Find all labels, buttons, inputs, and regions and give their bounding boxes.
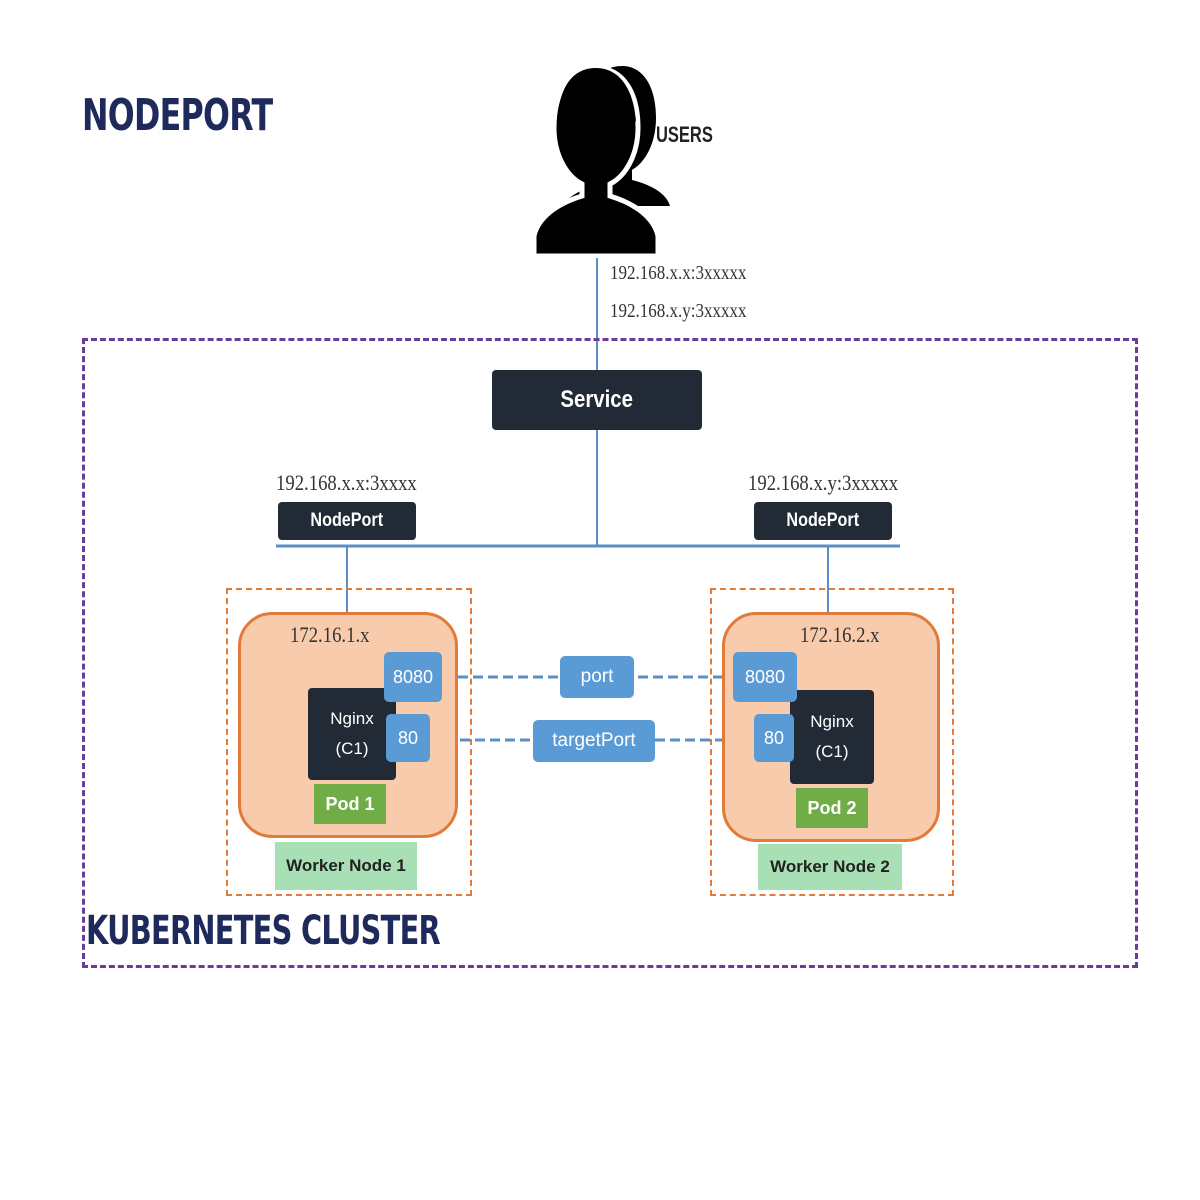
nginx-1-id: (C1) — [335, 739, 369, 758]
service-box[interactable]: Service — [492, 370, 702, 430]
pod-1-label: Pod 1 — [314, 784, 386, 824]
worker-node-2-label: Worker Node 2 — [758, 844, 902, 890]
pod-2-subnet: 172.16.2.x — [800, 622, 880, 647]
worker-node-1-label: Worker Node 1 — [275, 842, 417, 890]
targetport-link-label: targetPort — [533, 720, 655, 762]
nodeport-2-label: NodePort — [786, 510, 860, 531]
nginx-2-id: (C1) — [815, 742, 849, 761]
nodeport-1-ip: 192.168.x.x:3xxxx — [276, 470, 417, 495]
nodeport-1-box[interactable]: NodePort — [278, 502, 416, 540]
pod-1-target-port[interactable]: 80 — [386, 714, 430, 762]
kubernetes-cluster-boundary — [82, 338, 1138, 968]
nodeport-1-label: NodePort — [310, 510, 384, 531]
nginx-2-label: Nginx — [810, 712, 854, 731]
service-label: Service — [560, 386, 634, 413]
pod-2-target-port[interactable]: 80 — [754, 714, 794, 762]
nodeport-2-box[interactable]: NodePort — [754, 502, 892, 540]
worker-node-1-boundary — [226, 588, 472, 896]
nginx-1-label: Nginx — [330, 709, 374, 728]
worker-node-2-boundary — [710, 588, 954, 896]
pod-1-subnet: 172.16.1.x — [290, 622, 370, 647]
port-link-label: port — [560, 656, 634, 698]
pod-2-label: Pod 2 — [796, 788, 868, 828]
nginx-container-1[interactable]: Nginx (C1) — [308, 688, 396, 780]
pod-1-port[interactable]: 8080 — [384, 652, 442, 702]
cluster-label: KUBERNETES CLUSTER — [86, 908, 441, 954]
nodeport-2-ip: 192.168.x.y:3xxxxx — [748, 470, 899, 495]
pod-2-port[interactable]: 8080 — [733, 652, 797, 702]
user-ip-2: 192.168.x.y:3xxxxx — [610, 300, 747, 322]
page-title: NODEPORT — [82, 90, 273, 141]
user-ip-1: 192.168.x.x:3xxxxx — [610, 262, 747, 284]
users-label: USERS — [656, 122, 713, 147]
users-icon — [531, 65, 670, 258]
nginx-container-2[interactable]: Nginx (C1) — [790, 690, 874, 784]
